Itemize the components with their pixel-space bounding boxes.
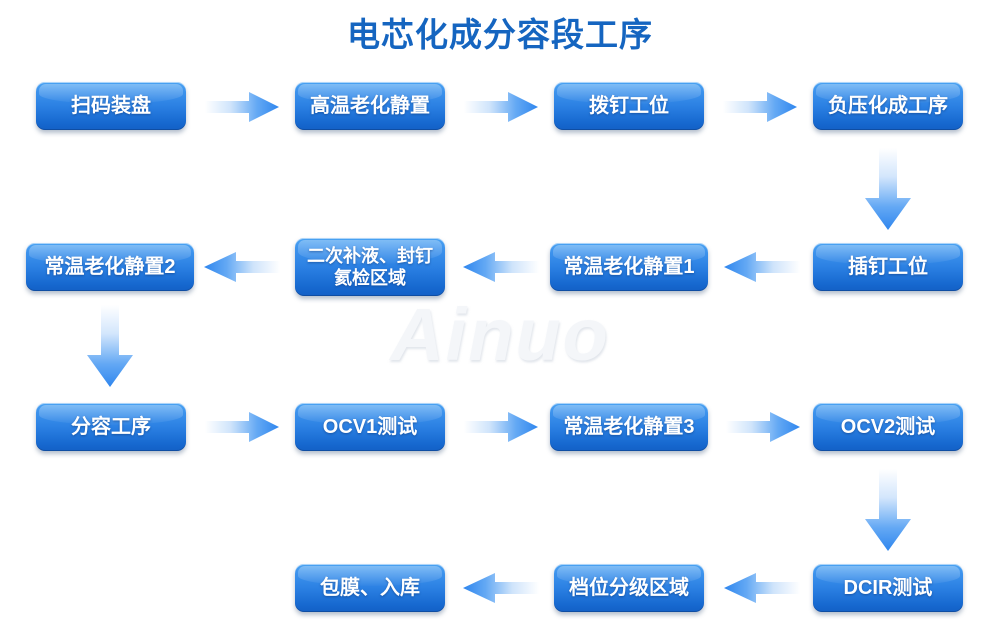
process-node-changwen-laohua-jingzhi-3[interactable]: 常温老化静置3 xyxy=(550,403,708,451)
arrow-right-icon xyxy=(205,412,279,442)
arrow-left-icon xyxy=(463,252,539,282)
process-node-ocv1-test[interactable]: OCV1测试 xyxy=(295,403,445,451)
node-label: 负压化成工序 xyxy=(828,94,948,117)
process-node-changwen-laohua-jingzhi-1[interactable]: 常温老化静置1 xyxy=(550,243,708,291)
process-node-baomo-ruku[interactable]: 包膜、入库 xyxy=(295,564,445,612)
process-node-saoma-zhuangpan[interactable]: 扫码装盘 xyxy=(36,82,186,130)
node-label: OCV2测试 xyxy=(840,415,936,438)
arrow-right-icon xyxy=(726,412,800,442)
arrow-left-icon xyxy=(724,252,800,282)
arrow-right-icon xyxy=(205,92,279,122)
arrow-down-icon xyxy=(865,148,911,230)
node-label: 包膜、入库 xyxy=(320,576,420,599)
node-label: 常温老化静置2 xyxy=(44,255,176,278)
process-node-erci-buye-fengding-haijian[interactable]: 二次补液、封钉 氦检区域 xyxy=(295,238,445,296)
process-node-ocv2-test[interactable]: OCV2测试 xyxy=(813,403,963,451)
arrow-left-icon xyxy=(463,573,539,603)
process-node-changwen-laohua-jingzhi-2[interactable]: 常温老化静置2 xyxy=(26,243,194,291)
arrow-left-icon xyxy=(724,573,800,603)
arrow-right-icon xyxy=(464,412,538,442)
node-label: 二次补液、封钉 氦检区域 xyxy=(307,246,433,288)
node-label: 常温老化静置3 xyxy=(563,415,695,438)
arrow-right-icon xyxy=(464,92,538,122)
node-label: 分容工序 xyxy=(71,415,151,438)
node-label: 拨钉工位 xyxy=(589,94,669,117)
process-node-dangwei-fenji-quyu[interactable]: 档位分级区域 xyxy=(554,564,704,612)
page-title: 电芯化成分容段工序 xyxy=(347,16,653,53)
node-label: 档位分级区域 xyxy=(569,576,689,599)
process-node-boding-gongwei[interactable]: 拨钉工位 xyxy=(554,82,704,130)
process-node-fuya-huacheng-gongxu[interactable]: 负压化成工序 xyxy=(813,82,963,130)
node-label: 扫码装盘 xyxy=(71,94,151,117)
node-label: OCV1测试 xyxy=(322,415,418,438)
process-node-fenrong-gongxu[interactable]: 分容工序 xyxy=(36,403,186,451)
arrow-left-icon xyxy=(204,252,280,282)
node-label: DCIR测试 xyxy=(843,576,933,599)
watermark-ainuo: Ainuo xyxy=(390,293,610,376)
process-node-dcir-test[interactable]: DCIR测试 xyxy=(813,564,963,612)
arrow-right-icon xyxy=(723,92,797,122)
node-label: 常温老化静置1 xyxy=(563,255,695,278)
process-node-gaowen-laohua-jingzhi[interactable]: 高温老化静置 xyxy=(295,82,445,130)
node-label: 插钉工位 xyxy=(848,255,928,278)
process-node-chading-gongwei[interactable]: 插钉工位 xyxy=(813,243,963,291)
node-label: 高温老化静置 xyxy=(310,94,430,117)
arrow-down-icon xyxy=(87,305,133,387)
arrow-down-icon xyxy=(865,469,911,551)
